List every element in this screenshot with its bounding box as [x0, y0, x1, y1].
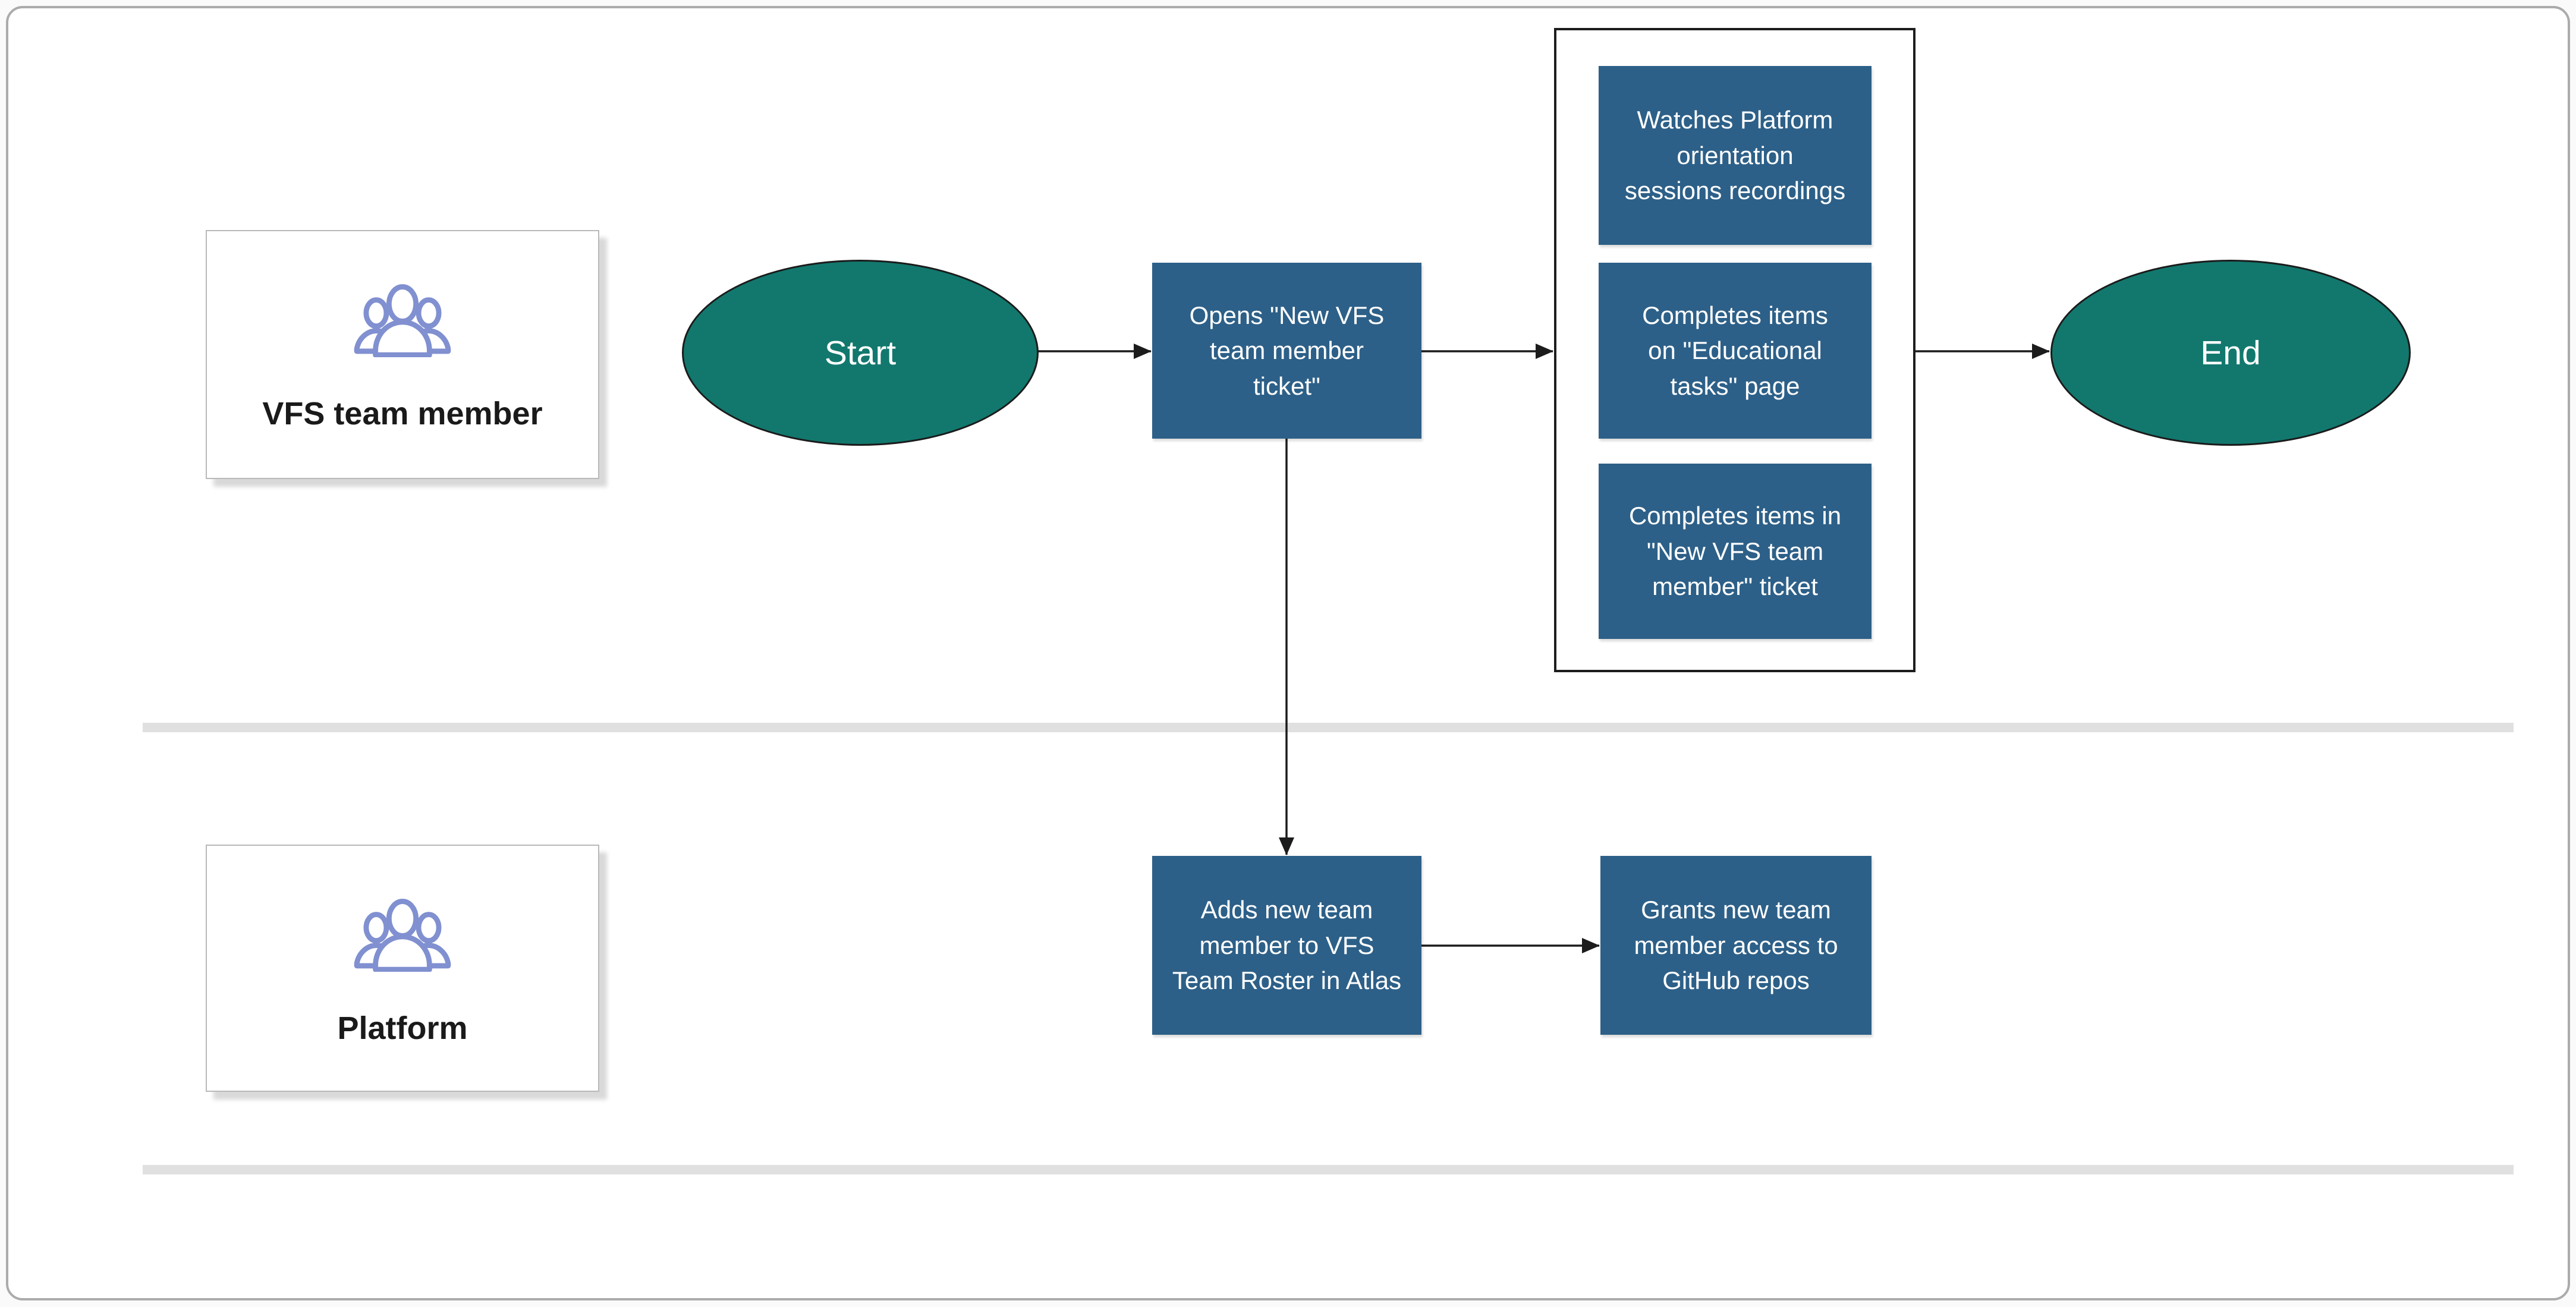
lane-divider-bottom — [143, 1165, 2514, 1174]
lane-actor-vfs-team-member: VFS team member — [206, 230, 599, 479]
connector-layer — [1035, 344, 2050, 953]
team-icon — [353, 897, 452, 972]
task-group-outline — [1554, 28, 1916, 672]
diagram-card: VFS team member Platform Start — [6, 6, 2570, 1300]
team-icon — [353, 282, 452, 358]
lane-label-vfs-team-member: VFS team member — [262, 396, 543, 432]
node-start: Start — [682, 260, 1039, 446]
lane-label-platform: Platform — [337, 1010, 468, 1046]
node-educational-tasks: Completes items on "Educational tasks" p… — [1599, 263, 1872, 439]
node-grants-github-access: Grants new team member access to GitHub … — [1600, 856, 1872, 1035]
node-adds-to-roster: Adds new team member to VFS Team Roster … — [1152, 856, 1421, 1035]
node-opens-new-vfs-ticket: Opens "New VFS team member ticket" — [1152, 263, 1421, 439]
lane-actor-platform: Platform — [206, 845, 599, 1092]
node-end: End — [2050, 260, 2411, 446]
lane-divider-top — [143, 723, 2514, 732]
node-watches-orientation: Watches Platform orientation sessions re… — [1599, 66, 1872, 245]
node-ticket-items: Completes items in "New VFS team member"… — [1599, 464, 1872, 639]
